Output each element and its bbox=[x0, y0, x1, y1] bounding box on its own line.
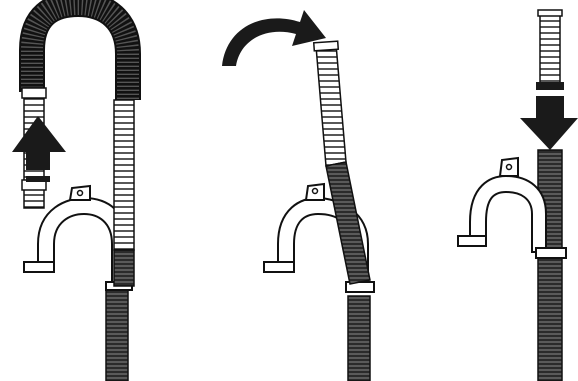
step-1-hose-pulled-up bbox=[12, 0, 141, 381]
lower-drain-hose bbox=[105, 285, 129, 381]
hose-slanted bbox=[312, 40, 371, 285]
hose-vertical bbox=[537, 9, 563, 381]
hose-inverted-u bbox=[19, 0, 141, 100]
arrow-up-icon bbox=[12, 116, 66, 182]
hose-right-leg bbox=[113, 99, 135, 287]
step-3-hose-pushed-down bbox=[457, 9, 578, 381]
arrow-down-icon bbox=[520, 82, 578, 150]
curved-arrow-icon bbox=[222, 10, 326, 66]
step-2-hose-bent-over bbox=[222, 10, 375, 381]
hose-holder-u-clip bbox=[457, 156, 567, 259]
lower-drain-hose bbox=[347, 295, 371, 381]
